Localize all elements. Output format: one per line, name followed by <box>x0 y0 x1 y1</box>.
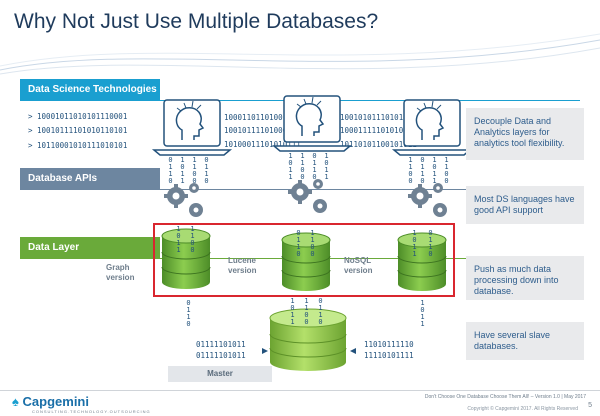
vertical-bits: 1011 <box>290 297 295 326</box>
vertical-bits: 1011 <box>176 225 181 254</box>
callout-slave-databases: Have several slave databases. <box>466 322 584 360</box>
data-layer-band: Data Layer <box>20 237 160 258</box>
vertical-bits: 1011 <box>420 299 425 328</box>
head-silhouette-icon <box>175 100 205 140</box>
laptop-middle <box>271 95 353 152</box>
lucene-version-label: Lucene version <box>228 256 257 275</box>
laptop-right <box>391 99 473 156</box>
master-database-icon <box>269 308 347 371</box>
vertical-bits: 0110 <box>428 229 433 258</box>
graph-version-label: Graph version <box>106 263 135 282</box>
data-science-band: Data Science Technologies <box>20 79 160 100</box>
callout-push-processing: Push as much data processing down into d… <box>466 256 584 300</box>
binary-stream-mid-1: 1000110110100101011 <box>224 113 310 122</box>
binary-stream-master-right-1: 11010111110 <box>364 340 414 349</box>
vertical-bits: 1011 <box>432 156 437 185</box>
footer-copyright: Copyright © Capgemini 2017. All Rights R… <box>467 406 578 412</box>
master-label: Master <box>168 366 272 382</box>
head-silhouette-icon <box>415 100 445 140</box>
highlight-box <box>153 223 455 297</box>
vertical-bits: 0110 <box>312 152 317 181</box>
laptop-left <box>151 99 233 156</box>
logo-tagline: CONSULTING.TECHNOLOGY.OUTSOURCING <box>32 409 151 414</box>
vertical-bits: 1011 <box>412 229 417 258</box>
binary-stream-mid-3: 10100011101010111 <box>224 140 301 149</box>
binary-stream-right-2: 1000111110101010 <box>340 126 413 135</box>
binary-stream-3: > 10110001010111010101 <box>28 141 128 150</box>
database-icon <box>397 232 447 291</box>
vertical-bits: 1100 <box>310 229 315 258</box>
binary-stream-mid-2: 10010111101000101100 <box>224 126 315 135</box>
vertical-bits: 1100 <box>190 225 195 254</box>
binary-stream-1: > 10001011010101110001 <box>28 112 128 121</box>
database-icon <box>161 228 211 289</box>
binary-stream-right-1: 10010101110101101 <box>340 113 417 122</box>
vertical-bits: 0110 <box>168 156 173 185</box>
vertical-bits: 0110 <box>204 156 209 185</box>
page-number: 5 <box>588 402 592 409</box>
arrow-icon <box>262 348 268 354</box>
binary-stream-master-right-2: 11110101111 <box>364 351 414 360</box>
vertical-bits: 0110 <box>318 297 323 326</box>
vertical-bits: 1100 <box>444 156 449 185</box>
nosql-version-label: NoSQL version <box>344 256 373 275</box>
binary-stream-2: > 10010111101010110101 <box>28 126 128 135</box>
vertical-bits: 1100 <box>192 156 197 185</box>
binary-stream-master-left-2: 01111101011 <box>196 351 246 360</box>
database-apis-band: Database APIs <box>20 168 160 189</box>
vertical-bits: 1100 <box>408 156 413 185</box>
vertical-bits: 1011 <box>180 156 185 185</box>
gear-icon <box>288 179 327 213</box>
vertical-bits: 1100 <box>300 152 305 181</box>
footer-divider <box>0 390 600 391</box>
vertical-bits: 0110 <box>420 156 425 185</box>
head-silhouette-icon <box>295 96 325 136</box>
capgemini-logo: ♠ Capgemini <box>12 394 89 409</box>
vertical-bits: 0110 <box>186 299 191 328</box>
callout-decouple: Decouple Data and Analytics layers for a… <box>466 108 584 160</box>
vertical-bits: 1011 <box>288 152 293 181</box>
page-title: Why Not Just Use Multiple Databases? <box>14 10 379 33</box>
binary-stream-right-3: 10110101100101011 <box>340 140 417 149</box>
database-icon <box>281 232 331 291</box>
binary-stream-master-left-1: 01111101011 <box>196 340 246 349</box>
footer-text: Don't Choose One Database Choose Them Al… <box>424 394 586 400</box>
callout-api-support: Most DS languages have good API support <box>466 186 584 224</box>
gear-icon <box>408 183 447 217</box>
gear-icon <box>164 183 203 217</box>
vertical-bits: 1100 <box>304 297 309 326</box>
vertical-bits: 0110 <box>296 229 301 258</box>
arrow-icon <box>350 348 356 354</box>
vertical-bits: 1011 <box>324 152 329 181</box>
